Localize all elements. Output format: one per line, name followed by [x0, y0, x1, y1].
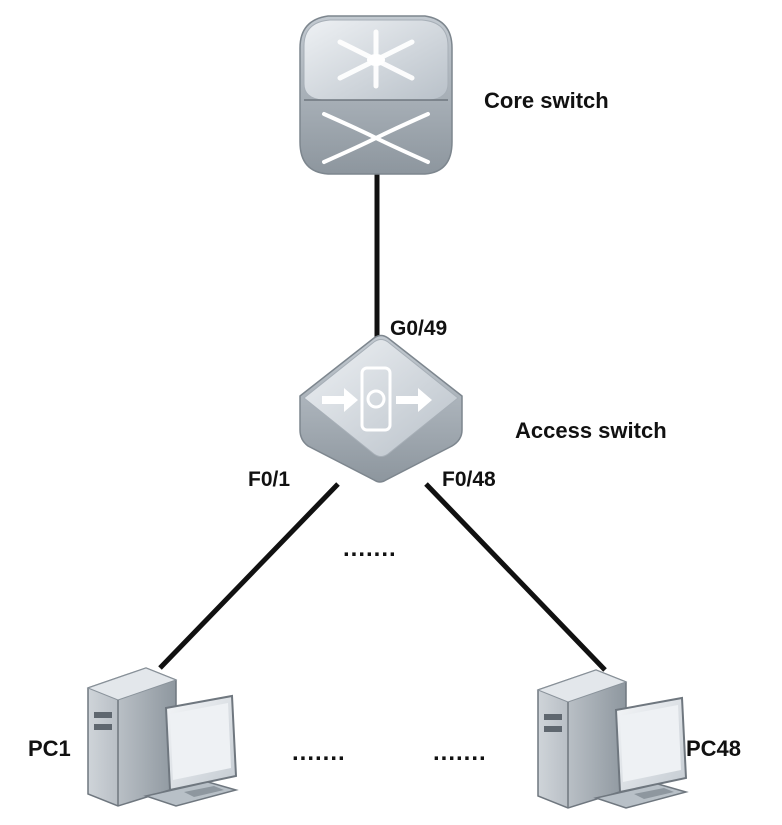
pcs-ellipsis-right: .......	[433, 739, 487, 766]
pc1-label: PC1	[28, 736, 71, 761]
links-ellipsis: .......	[343, 535, 397, 562]
uplink-port-label: G0/49	[390, 317, 447, 340]
pc48-label: PC48	[686, 736, 741, 761]
downlink-port-first-label: F0/1	[248, 468, 290, 491]
core-switch-label: Core switch	[484, 88, 609, 113]
access-switch-label: Access switch	[515, 418, 667, 443]
downlink-cable-pc1	[158, 482, 340, 670]
pc1-computer-icon	[86, 667, 239, 807]
downlink-cable-pc48	[424, 482, 607, 672]
pc48-computer-icon	[536, 669, 689, 809]
access-switch-icon	[299, 334, 463, 483]
core-switch-icon	[299, 15, 453, 175]
downlink-port-last-label: F0/48	[442, 468, 496, 491]
pcs-ellipsis-left: .......	[292, 739, 346, 766]
